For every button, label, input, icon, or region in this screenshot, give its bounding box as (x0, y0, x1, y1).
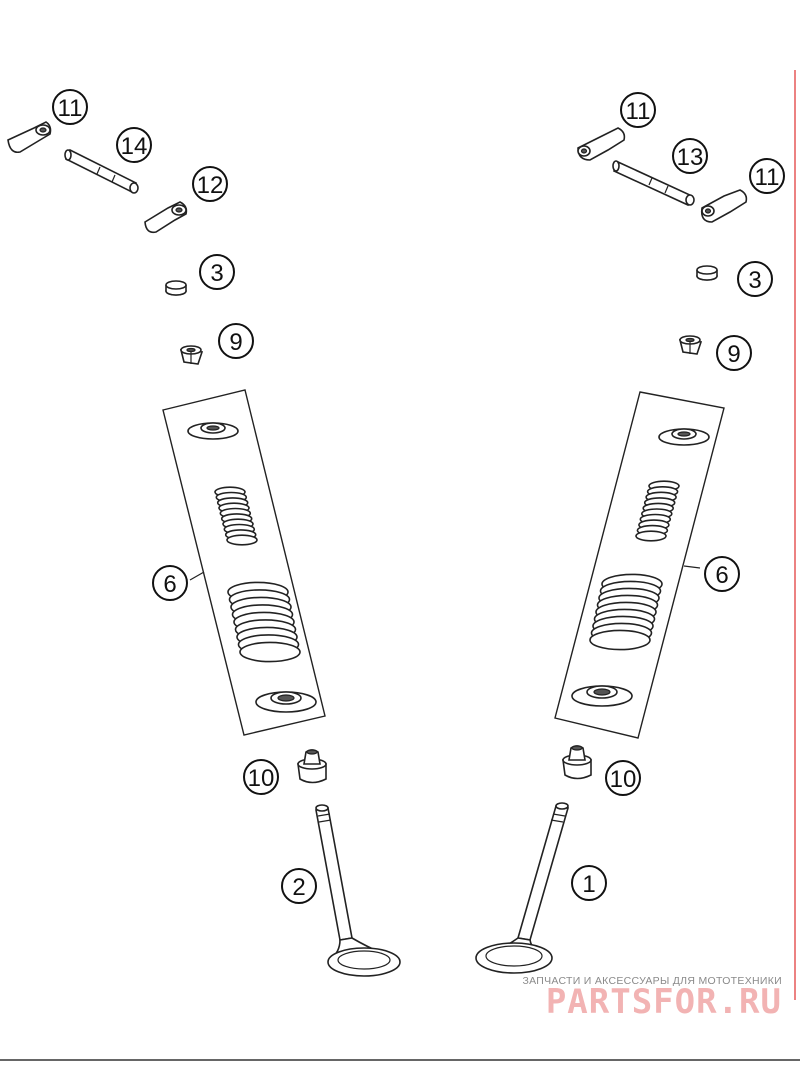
callout-right-9: 9 (716, 335, 752, 371)
svg-text:13: 13 (677, 144, 704, 171)
callout-left-12: 12 (192, 166, 228, 202)
spring-coil (589, 629, 651, 651)
spring-coil (239, 641, 301, 663)
outer-spring-left (227, 581, 301, 663)
callout-left-14: 14 (116, 127, 152, 163)
svg-text:11: 11 (755, 164, 780, 191)
callout-right-10: 10 (605, 760, 641, 796)
callout-right-1: 1 (571, 865, 607, 901)
callout-left-2: 2 (281, 868, 317, 904)
svg-text:11: 11 (626, 98, 651, 125)
watermark-brand: PARTSFOR.RU (546, 982, 782, 1022)
outer-spring-right (589, 573, 663, 651)
inner-spring-left (214, 486, 258, 546)
callout-right-11b: 11 (749, 158, 785, 194)
svg-text:11: 11 (58, 95, 83, 122)
svg-text:9: 9 (229, 329, 242, 356)
callout-left-3: 3 (199, 254, 235, 290)
rocker-arm-right-11a (577, 127, 626, 161)
svg-text:6: 6 (163, 571, 176, 598)
svg-text:14: 14 (121, 133, 148, 160)
watermark-tagline: ЗАПЧАСТИ И АКСЕССУАРЫ ДЛЯ МОТОТЕХНИКИ (522, 975, 782, 987)
valve-left-2 (315, 804, 401, 977)
callout-left-6: 6 (152, 565, 188, 601)
rocker-arm-left-11 (7, 121, 52, 154)
spring-seat-right (571, 685, 633, 707)
spring-coil (226, 534, 258, 546)
callout-right-11a: 11 (620, 92, 656, 128)
spring-kit-frame-right-6 (554, 391, 725, 739)
valve-stem-seal-left-10 (297, 749, 327, 784)
svg-text:1: 1 (582, 871, 595, 898)
spring-retainer-left (187, 422, 239, 440)
valve-right-1 (475, 802, 570, 974)
watermark: ЗАПЧАСТИ И АКСЕССУАРЫ ДЛЯ МОТОТЕХНИКИ PA… (522, 975, 782, 1022)
svg-text:2: 2 (292, 874, 305, 901)
callout-right-6: 6 (704, 556, 740, 592)
valve-shim-left-3 (165, 280, 187, 296)
svg-text:6: 6 (715, 562, 728, 589)
valve-stem-seal-right-10 (562, 745, 592, 780)
svg-text:12: 12 (197, 172, 224, 199)
svg-text:10: 10 (248, 765, 275, 792)
rocker-arm-right-11b (700, 189, 748, 223)
rocker-arm-12 (144, 201, 188, 234)
svg-text:3: 3 (210, 260, 223, 287)
valve-keeper-left-9 (179, 345, 204, 365)
spring-retainer-right (658, 428, 710, 446)
svg-text:3: 3 (748, 267, 761, 294)
inner-spring-right (635, 480, 680, 542)
svg-text:10: 10 (610, 766, 637, 793)
callout-right-3: 3 (737, 261, 773, 297)
callout-left-11: 11 (52, 89, 88, 125)
spring-coil (635, 530, 667, 542)
spring-kit-frame-left-6 (162, 389, 326, 736)
rocker-shaft-13 (612, 160, 695, 207)
callout-left-10: 10 (243, 759, 279, 795)
valve-keeper-right-9 (678, 335, 703, 355)
rocker-shaft-14 (64, 148, 139, 194)
valve-shim-right-3 (696, 265, 718, 281)
svg-text:9: 9 (727, 341, 740, 368)
spring-seat-left (255, 691, 317, 713)
callout-right-13: 13 (672, 138, 708, 174)
callout-left-9: 9 (218, 323, 254, 359)
